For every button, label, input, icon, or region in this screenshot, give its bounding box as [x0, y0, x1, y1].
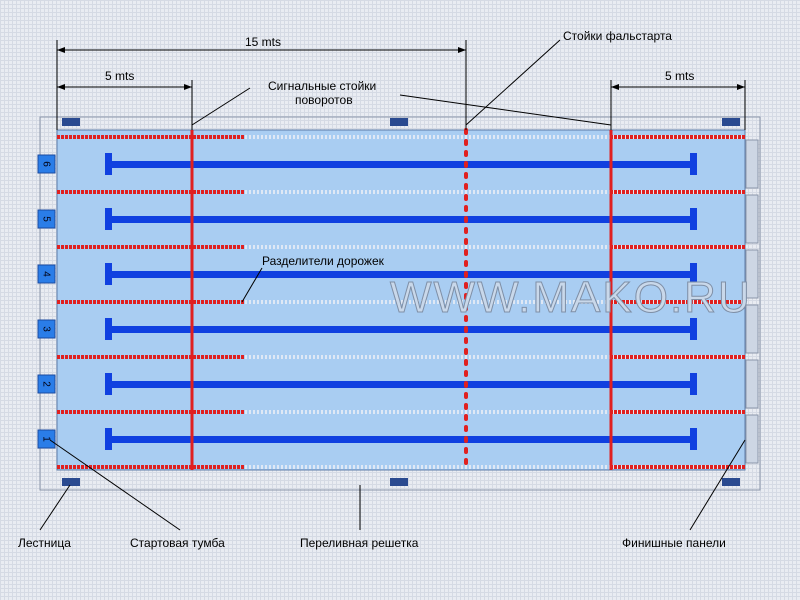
- label-finish-panels: Финишные панели: [622, 536, 726, 550]
- label-overflow-grate: Переливная решетка: [300, 536, 419, 550]
- starting-block: [37, 154, 56, 174]
- lane-line-t-right: [690, 318, 697, 340]
- label-lane-dividers: Разделители дорожек: [262, 254, 385, 268]
- lane-line: [112, 381, 696, 388]
- lane-number: 4: [40, 271, 51, 277]
- label-starting-block: Стартовая тумба: [130, 536, 225, 550]
- lane-line: [112, 271, 696, 278]
- lane-line-t-right: [690, 208, 697, 230]
- lane-line-t-left: [105, 208, 112, 230]
- lane-line-t-left: [105, 373, 112, 395]
- lane-line-t-left: [105, 428, 112, 450]
- lane-line: [112, 161, 696, 168]
- starting-block: [37, 264, 56, 284]
- label-ladder: Лестница: [18, 536, 71, 550]
- label-turn-signal-2: поворотов: [295, 93, 353, 107]
- finish-panel: [745, 359, 759, 409]
- lane-line-t-right: [690, 263, 697, 285]
- ladders: [62, 118, 740, 486]
- lane-number: 5: [40, 216, 51, 222]
- finish-panel: [745, 139, 759, 189]
- finish-panel: [745, 194, 759, 244]
- watermark: WWW.MAKO.RU: [390, 273, 752, 322]
- starting-block: [37, 319, 56, 339]
- lane-number: 6: [40, 161, 51, 167]
- lane-line-t-left: [105, 263, 112, 285]
- lane-line-t-right: [690, 428, 697, 450]
- dim-total: 15 mts: [245, 35, 281, 49]
- dim-right: 5 mts: [665, 69, 694, 83]
- pool-deck: [39, 116, 761, 491]
- lane-line-t-left: [105, 153, 112, 175]
- dim-left: 5 mts: [105, 69, 134, 83]
- finish-panel: [745, 249, 759, 299]
- lane-line-t-left: [105, 318, 112, 340]
- lane-number: 1: [40, 436, 51, 442]
- starting-block: [37, 429, 56, 449]
- finish-panel: [745, 304, 759, 354]
- finish-panel: [745, 414, 759, 464]
- lane-line-t-right: [690, 153, 697, 175]
- lane-number: 3: [40, 326, 51, 332]
- lane-line: [112, 216, 696, 223]
- starting-block: [37, 209, 56, 229]
- lane-line: [112, 326, 696, 333]
- lane-line-t-right: [690, 373, 697, 395]
- label-turn-signal-1: Сигнальные стойки: [268, 79, 376, 93]
- label-false-start: Стойки фальстарта: [563, 29, 672, 43]
- lane-number: 2: [40, 381, 51, 387]
- lane-line: [112, 436, 696, 443]
- dimension-lines: [39, 39, 746, 531]
- starting-block: [37, 374, 56, 394]
